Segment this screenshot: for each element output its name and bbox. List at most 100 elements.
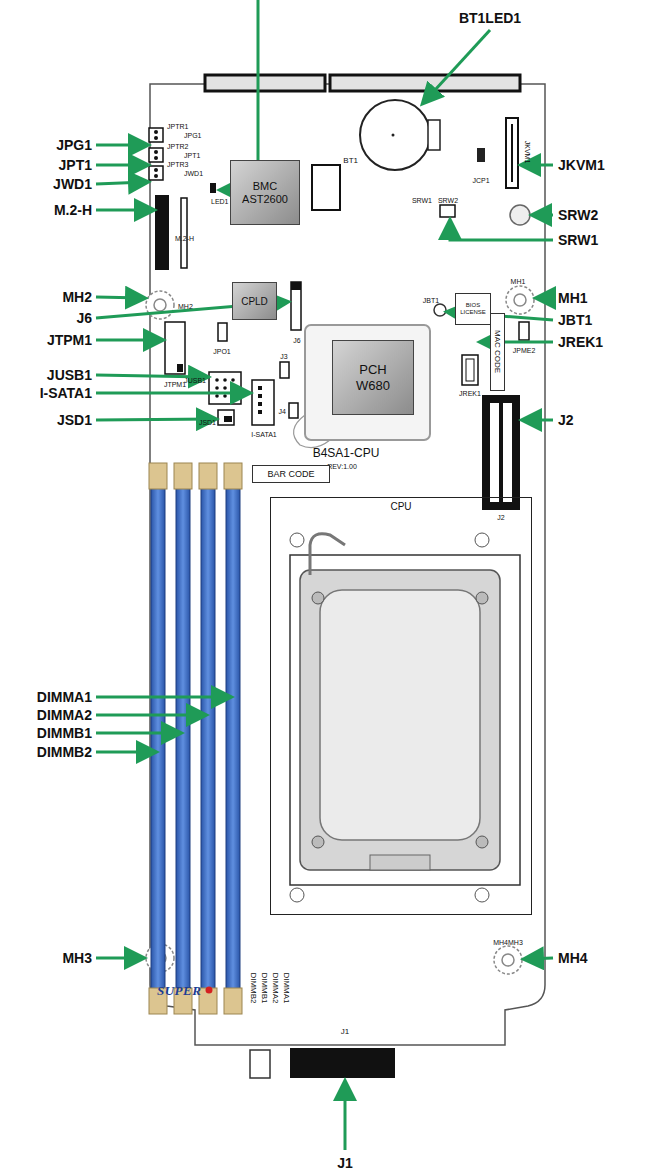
silkscreen-label: JWD1: [184, 170, 203, 177]
edge-connector: [205, 75, 325, 91]
bmc-chip: BMC AST2600: [230, 160, 300, 225]
edge-connector: [290, 1048, 395, 1078]
silkscreen-label: JPG1: [184, 132, 202, 139]
part-text: BAR CODE: [267, 469, 314, 479]
callout-label: DIMMA2: [37, 707, 92, 723]
battery: [360, 100, 430, 170]
part-text: MAC CODE: [493, 330, 502, 373]
callout-label: JWD1: [53, 176, 92, 192]
logo-dot: [206, 987, 213, 994]
cpld-chip: CPLD: [232, 282, 277, 320]
silkscreen-label: I-SATA1: [251, 431, 276, 438]
part-text: BMC AST2600: [235, 180, 295, 205]
screw: [510, 205, 530, 225]
m2-standoff: [181, 198, 187, 268]
silkscreen-label: JCP1: [472, 177, 489, 184]
silkscreen-label: JBT1: [423, 297, 439, 304]
silkscreen-label: REV:1.00: [327, 463, 357, 470]
jumper: [289, 403, 298, 418]
silkscreen-label: J6: [293, 337, 300, 344]
leader-arrows: [96, 0, 553, 1150]
silkscreen-label: LED1: [211, 198, 229, 205]
part-text: BIOS LICENSE: [458, 302, 488, 316]
callout-label: MH2: [62, 289, 92, 305]
callout-label: M.2-H: [54, 202, 92, 218]
jumper: [519, 322, 529, 340]
mac-sticker: MAC CODE: [490, 313, 505, 391]
callout-label: J6: [76, 310, 92, 326]
callout-label: JSD1: [57, 412, 92, 428]
silkscreen-label: J4: [279, 408, 286, 415]
barcode-sticker: BAR CODE: [252, 465, 330, 483]
cpu-area: CPU: [270, 497, 532, 915]
silkscreen-label: DIMMA2: [271, 972, 280, 1003]
silkscreen-label: DIMMB2: [249, 972, 258, 1003]
callout-label: DIMMA1: [37, 689, 92, 705]
pch-heatsink: [305, 325, 430, 440]
silkscreen-label: M.2-H: [175, 235, 194, 242]
silkscreen-label: DIMMB1: [260, 972, 269, 1003]
callout-label: MH4: [558, 950, 588, 966]
callout-label: J1: [337, 1155, 353, 1171]
silkscreen-label: SRW1: [412, 197, 432, 204]
silkscreen-label: JPTR2: [167, 143, 188, 150]
silkscreen-label: J2: [497, 514, 504, 521]
silkscreen-label: JREK1: [459, 390, 481, 397]
silkscreen-label: JKVM1: [524, 141, 531, 164]
m2-slot: [155, 195, 169, 270]
jumper: [218, 323, 227, 341]
tpm-header: [165, 322, 185, 374]
callout-label: JUSB1: [47, 367, 92, 383]
silkscreen-label: JPTR3: [167, 161, 188, 168]
jumper: [477, 148, 485, 162]
component-outline: [312, 165, 340, 210]
callout-label: JBT1: [558, 312, 592, 328]
license-sticker: BIOS LICENSE: [455, 293, 491, 325]
header: [291, 282, 301, 330]
silkscreen-label: DIMMA1: [282, 972, 291, 1003]
callout-label: DIMMB1: [37, 725, 92, 741]
header: [462, 355, 478, 385]
silkscreen-label: MH4MH3: [493, 939, 523, 946]
silkscreen-label: SRW2: [438, 197, 458, 204]
part-text: PCH W680: [345, 362, 401, 393]
silkscreen-label: BT1: [343, 156, 358, 165]
silkscreen-label: JUSB1: [184, 377, 206, 384]
callout-label: I-SATA1: [40, 385, 92, 401]
callout-label: J2: [558, 412, 574, 428]
board-outline: [150, 84, 545, 1045]
callout-label: JPT1: [59, 157, 92, 173]
callout-label: MH3: [62, 950, 92, 966]
battery-holder: [428, 120, 440, 150]
callout-label: DIMMB2: [37, 744, 92, 760]
part-text: CPU: [390, 501, 411, 512]
usb-header: [209, 372, 241, 404]
jumper: [280, 362, 289, 378]
silkscreen-label: JPTR1: [167, 123, 188, 130]
switch: [440, 205, 455, 217]
callout-label: JKVM1: [558, 157, 605, 173]
jumper-pad: [434, 304, 446, 316]
callout-label: JTPM1: [47, 332, 92, 348]
sata-connector: [252, 380, 274, 425]
silkscreen-label: JTPM1: [164, 381, 186, 388]
jumpers: [149, 128, 163, 180]
silkscreen-label: JPT1: [184, 152, 200, 159]
callout-label: JPG1: [56, 137, 92, 153]
dimm-slots: [149, 463, 242, 1014]
silkscreen-label: MH2: [178, 303, 193, 310]
silkscreen-label: J1: [341, 1027, 349, 1036]
pch-chip: PCH W680: [332, 340, 414, 415]
callout-label: SRW2: [558, 207, 598, 223]
edge-connector: [330, 75, 520, 91]
kvm-connector: [506, 118, 518, 188]
silkscreen-label: B4SA1-CPU: [313, 446, 380, 460]
callout-label: BT1LED1: [459, 10, 521, 26]
silkscreen-label: JPO1: [213, 348, 231, 355]
brand-logo: SUPER: [157, 983, 201, 999]
callout-label: SRW1: [558, 232, 598, 248]
callout-label: MH1: [558, 290, 588, 306]
silkscreen-label: J3: [280, 353, 287, 360]
